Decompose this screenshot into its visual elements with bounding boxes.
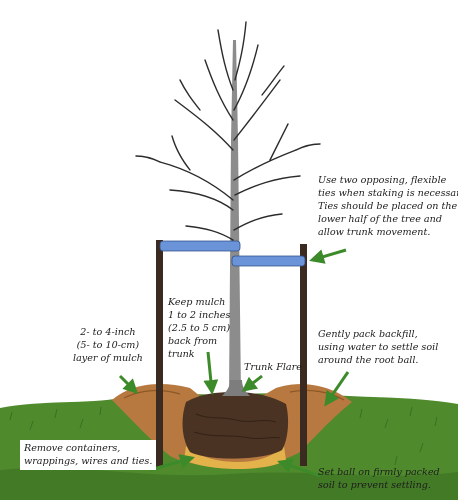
staking-ties-note: Use two opposing, flexible ties when sta…: [318, 174, 458, 239]
mulch-texture: [123, 389, 345, 401]
staking-ties-note-line: allow trunk movement.: [318, 227, 431, 238]
mulch-distance-note-line: 1 to 2 inches: [168, 310, 231, 321]
tie-left: [159, 240, 241, 252]
staking-ties-note-line: ties when staking is necessary.: [318, 188, 458, 199]
arrow-backfill: [324, 371, 350, 407]
arrow-ties: [309, 248, 347, 264]
remove-containers-note-line: Remove containers,: [24, 443, 121, 454]
stake-right: [300, 244, 307, 466]
mulch-layer-note: 2- to 4-inch (5- to 10-cm) layer of mulc…: [73, 326, 143, 365]
arrow-mulch-depth: [203, 351, 219, 395]
mulch-distance-note-line: back from: [168, 336, 218, 347]
packed-soil-note-line: Set ball on firmly packed: [318, 467, 440, 478]
backfill-note-line: around the root ball.: [318, 355, 419, 366]
staking: [156, 240, 307, 468]
remove-containers-note: Remove containers, wrappings, wires and …: [20, 440, 157, 470]
branches: [135, 21, 321, 241]
packed-soil-note: Set ball on firmly packed soil to preven…: [318, 466, 440, 492]
mulch-layer-note-line: 2- to 4-inch: [80, 327, 136, 338]
mulch-layer-note-line: layer of mulch: [73, 353, 143, 364]
root-ball: [182, 392, 289, 459]
staking-ties-note-line: Use two opposing, flexible: [318, 175, 447, 186]
trunk-flare: [222, 380, 250, 396]
tie-right: [231, 255, 306, 267]
mulch-distance-note: Keep mulch 1 to 2 inches (2.5 to 5 cm) b…: [168, 296, 230, 361]
trunk: [229, 40, 241, 394]
staking-ties-note-line: Ties should be placed on the: [318, 201, 458, 212]
arrow-remove: [149, 454, 195, 472]
staking-ties-note-line: lower half of the tree and: [318, 214, 442, 225]
backfill-note-line: Gently pack backfill,: [318, 329, 418, 340]
backfill-note: Gently pack backfill, using water to set…: [318, 328, 438, 367]
mulch-distance-note-line: (2.5 to 5 cm): [168, 323, 231, 334]
arrow-soil-ball: [277, 458, 321, 478]
packed-soil-note-line: soil to prevent settling.: [318, 480, 431, 491]
stake-left: [156, 240, 163, 468]
pointer-arrows: [118, 248, 350, 478]
trunk-flare-label: Trunk Flare: [244, 362, 302, 373]
backfill-note-line: using water to settle soil: [318, 342, 439, 353]
planting-hole: [112, 384, 352, 469]
remove-containers-note-line: wrappings, wires and ties.: [24, 456, 153, 467]
mulch-distance-note-line: Keep mulch: [168, 297, 226, 308]
arrow-trunk-flare: [241, 374, 263, 392]
arrow-mulch-layer: [118, 374, 139, 395]
root-ball-texture: [193, 413, 281, 440]
mulch-layer-note-line: (5- to 10-cm): [76, 340, 140, 351]
tree: [135, 21, 321, 396]
packed-soil: [184, 446, 286, 469]
grass-shadow: [0, 467, 458, 500]
mulch-distance-note-line: trunk: [168, 349, 195, 360]
